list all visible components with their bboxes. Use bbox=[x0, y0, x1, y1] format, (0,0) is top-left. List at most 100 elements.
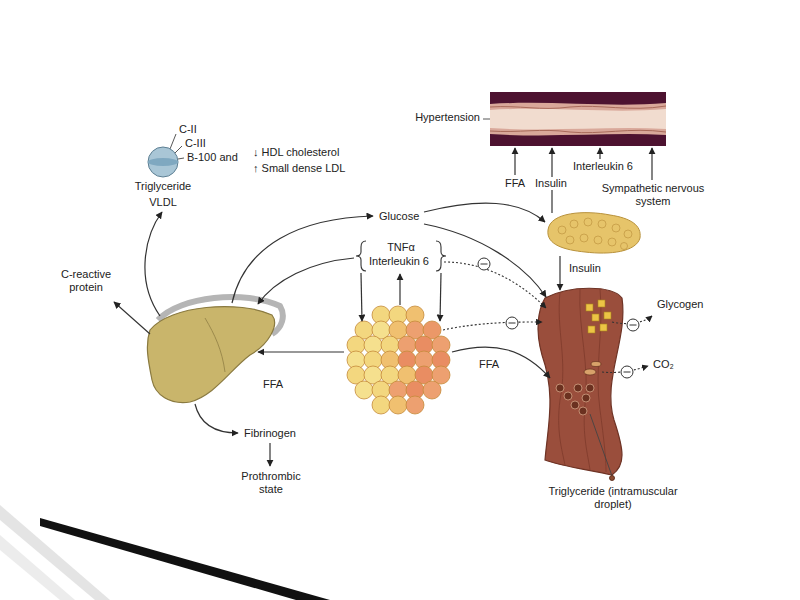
muscle-drawing bbox=[598, 300, 605, 307]
lipid-change-label: ↓ HDL cholesterol bbox=[252, 146, 340, 159]
slide-decoration bbox=[0, 505, 330, 600]
slide-decoration bbox=[40, 518, 330, 600]
cytokine-label: TNFα bbox=[370, 241, 432, 254]
pancreas-drawing bbox=[548, 213, 640, 253]
muscle-drawing bbox=[556, 384, 594, 415]
particle-name: VLDL bbox=[149, 196, 177, 209]
particle-shape bbox=[148, 147, 178, 177]
flow-arrow bbox=[195, 404, 238, 433]
pancreas-drawing bbox=[584, 218, 592, 226]
flow-arrow bbox=[145, 212, 162, 316]
apolipoprotein-label: B-100 and bbox=[186, 151, 239, 164]
droplet-label: Triglyceride (intramuscular droplet) bbox=[547, 485, 679, 511]
pancreas-drawing bbox=[558, 218, 632, 250]
pancreas-drawing bbox=[566, 236, 574, 244]
vessel-shape bbox=[490, 92, 666, 146]
muscle-drawing bbox=[586, 300, 611, 333]
muscle-drawing bbox=[564, 392, 572, 400]
cytokine-label: Interleukin 6 bbox=[368, 255, 430, 268]
muscle-drawing bbox=[604, 312, 611, 319]
inhibition-sign bbox=[506, 317, 518, 329]
slide-decoration bbox=[0, 505, 110, 600]
pancreas-drawing bbox=[570, 220, 578, 228]
adipose-tissue bbox=[372, 396, 390, 414]
hormone-label: Insulin bbox=[568, 262, 602, 275]
pancreas-drawing bbox=[624, 230, 632, 238]
flow-arrow bbox=[514, 148, 515, 175]
pancreas-drawing bbox=[612, 224, 620, 232]
apolipoprotein-label: C-II bbox=[178, 123, 198, 136]
liver-drawing bbox=[147, 307, 274, 403]
flow-arrow bbox=[452, 347, 550, 378]
inhibition-sign bbox=[478, 258, 639, 378]
inhibition-sign bbox=[621, 366, 633, 378]
pancreas-drawing bbox=[548, 213, 640, 253]
muscle-drawing bbox=[582, 394, 590, 402]
adipose-tissue bbox=[423, 381, 441, 399]
cytokine-brace bbox=[356, 241, 366, 271]
muscle-drawing bbox=[591, 362, 601, 367]
inhibition-sign bbox=[481, 264, 488, 265]
muscle-drawing bbox=[556, 384, 564, 392]
pancreas-drawing bbox=[621, 243, 628, 250]
flow-arrow bbox=[114, 148, 652, 466]
blood-vessel: Hypertension bbox=[490, 92, 666, 146]
inhibition-arrow bbox=[444, 262, 546, 308]
muscle-drawing bbox=[538, 288, 623, 475]
adipose-tissue bbox=[355, 381, 373, 399]
organ-heading: Hypertension bbox=[415, 111, 480, 124]
cytokine-brace bbox=[436, 241, 446, 271]
nervous-label: Sympathetic nervous system bbox=[596, 182, 710, 208]
leader-line bbox=[178, 158, 184, 159]
flow-arrow bbox=[232, 216, 373, 303]
pancreas-drawing bbox=[558, 226, 566, 234]
inhibition-sign bbox=[627, 319, 639, 331]
metabolite-label: Glucose bbox=[378, 210, 420, 223]
muscle-drawing bbox=[600, 324, 607, 331]
particle-shape bbox=[148, 158, 178, 166]
pancreas-drawing bbox=[580, 234, 588, 242]
state-label: Prothrombic state bbox=[230, 470, 312, 496]
pancreas-drawing bbox=[594, 236, 602, 244]
inhibition-sign bbox=[478, 258, 490, 270]
inhibition-sign bbox=[624, 372, 631, 373]
flow-arrow bbox=[399, 274, 400, 305]
muscle-drawing bbox=[584, 369, 596, 375]
cytokine-brace bbox=[356, 241, 446, 271]
vessel-shape bbox=[490, 103, 666, 136]
vldl-particle: TriglycerideVLDL bbox=[145, 144, 181, 180]
metabolite-label: CO₂ bbox=[652, 358, 675, 371]
leader-line bbox=[175, 146, 182, 153]
particle-shape bbox=[145, 144, 181, 180]
hormone-label: Insulin bbox=[534, 177, 568, 190]
flow-arrow bbox=[559, 256, 560, 290]
metabolite-label: FFA bbox=[478, 358, 500, 371]
leader-line bbox=[590, 414, 612, 476]
metabolite-label: FFA bbox=[262, 378, 284, 391]
muscle-drawing bbox=[538, 288, 623, 475]
muscle-drawing bbox=[584, 362, 601, 376]
muscle-drawing bbox=[574, 384, 582, 392]
leader-line bbox=[170, 119, 615, 481]
pancreas-drawing bbox=[598, 220, 606, 228]
inhibition-arrow bbox=[443, 262, 652, 373]
protein-label: Fibrinogen bbox=[243, 427, 297, 440]
marker-label: C-reactive protein bbox=[53, 268, 119, 294]
inhibition-arrow bbox=[443, 322, 542, 330]
adipose-tissue bbox=[389, 396, 407, 414]
metabolite-label: FFA bbox=[504, 177, 526, 190]
flow-arrow bbox=[361, 273, 362, 321]
pancreas-drawing bbox=[608, 238, 616, 246]
muscle-drawing bbox=[559, 289, 606, 472]
flow-arrow bbox=[424, 224, 546, 297]
lipid-change-label: ↑ Small dense LDL bbox=[252, 162, 346, 175]
flow-arrow bbox=[424, 203, 545, 222]
leader-line bbox=[170, 134, 176, 149]
flow-arrow bbox=[258, 351, 344, 352]
vessel-shape bbox=[490, 106, 666, 133]
metabolite-label: Glycogen bbox=[656, 298, 704, 311]
muscle-drawing bbox=[580, 289, 590, 470]
inhibition-sign bbox=[509, 323, 516, 324]
lipid-label: Triglyceride bbox=[135, 180, 191, 193]
apolipoprotein-label: C-III bbox=[184, 137, 207, 150]
